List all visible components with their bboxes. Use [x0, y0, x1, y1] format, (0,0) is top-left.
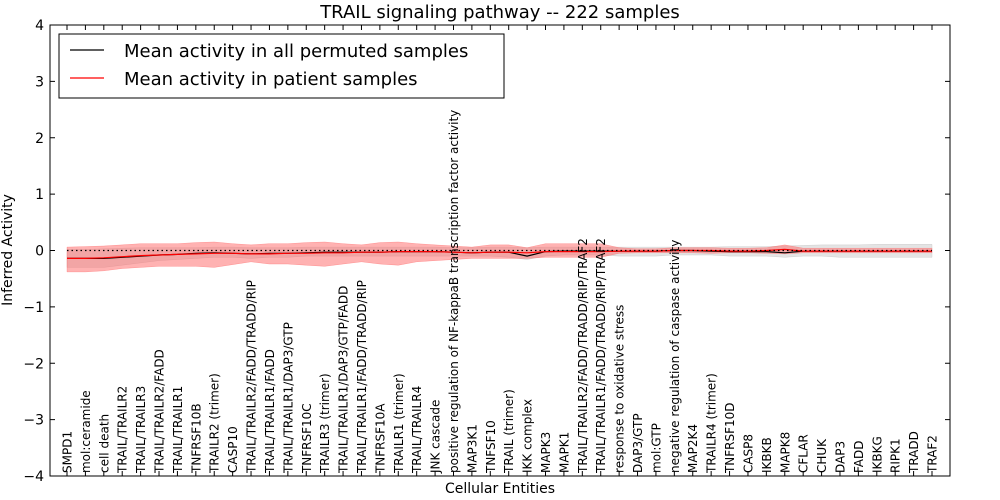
- x-tick-label: response to oxidative stress: [613, 305, 627, 473]
- y-tick-label: 3: [35, 74, 44, 90]
- x-tick-label: TRAIL/TRAILR1/DAP3/GTP: [281, 322, 295, 474]
- y-axis-ticks: −4 −3 −2 −1 0 1 2 3 4: [23, 18, 950, 485]
- x-tick-label: TRAIL/TRAILR2: [116, 386, 130, 474]
- x-tick-label: TNFRSF10B: [189, 403, 203, 474]
- series-1-line: [67, 248, 932, 259]
- x-tick-label: TRAIL/TRAILR1/DAP3/GTP/FADD: [337, 286, 351, 474]
- y-axis-label: Inferred Activity: [0, 194, 16, 306]
- x-tick-label: TRAIL/TRAILR1/FADD/TRADD/RIP: [355, 280, 369, 474]
- x-tick-label: TNFRSF10D: [723, 402, 737, 474]
- legend-label-permuted: Mean activity in all permuted samples: [124, 41, 468, 62]
- legend-label-patient: Mean activity in patient samples: [124, 69, 418, 90]
- x-tick-label: MAP2K4: [686, 424, 700, 473]
- x-tick-label: RIPK1: [889, 438, 903, 473]
- x-tick-label: DAP3/GTP: [631, 413, 645, 473]
- x-tick-label: TRAIL/TRAILR2/FADD/TRADD/RIP/TRAF2: [576, 238, 590, 474]
- x-tick-label: TNFSF10: [484, 420, 498, 474]
- x-axis-label: Cellular Entities: [445, 481, 555, 497]
- x-tick-label: CASP10: [226, 426, 240, 473]
- y-tick-label: −3: [23, 413, 44, 429]
- y-tick-label: −2: [23, 356, 44, 372]
- x-tick-label: CFLAR: [797, 434, 811, 473]
- x-tick-label: cell death: [97, 414, 111, 473]
- x-tick-label: positive regulation of NF-kappaB transcr…: [447, 110, 461, 473]
- x-tick-label: IKK complex: [521, 399, 535, 473]
- x-tick-label: CASP8: [742, 434, 756, 473]
- x-tick-label: SMPD1: [61, 431, 75, 473]
- x-tick-label: TRAIL/TRAILR1/FADD: [263, 349, 277, 474]
- x-tick-label: TNFRSF10A: [373, 403, 387, 474]
- x-axis-ticks: SMPD1 mol:ceramide cell death TRAIL/TRAILR2…: [61, 25, 940, 476]
- x-tick-label: TRAIL/TRAILR2/FADD: [153, 349, 167, 474]
- y-tick-label: −4: [23, 469, 44, 485]
- x-tick-label: TRAILR4 (trimer): [705, 373, 719, 474]
- x-tick-label: mol:GTP: [649, 423, 663, 473]
- x-tick-label: negative regulation of caspase activity: [668, 240, 682, 473]
- x-tick-label: TRAIL/TRAILR4: [410, 386, 424, 474]
- x-tick-label: MAP3K1: [465, 424, 479, 473]
- x-tick-label: TRAILR3 (trimer): [318, 373, 332, 474]
- series-lines: [67, 248, 932, 259]
- x-tick-label: TRAIL (trimer): [502, 389, 516, 474]
- x-tick-label: TRAILR2 (trimer): [208, 373, 222, 474]
- x-tick-label: CHUK: [815, 438, 829, 473]
- x-tick-label: mol:ceramide: [79, 390, 93, 473]
- x-tick-label: MAPK3: [539, 432, 553, 473]
- y-tick-label: 0: [35, 244, 44, 260]
- x-tick-label: TRAIL/TRAILR1/FADD/TRADD/RIP/TRAF2: [594, 238, 608, 474]
- x-tick-label: TRAIL/TRAILR1: [171, 386, 185, 474]
- x-tick-label: MAPK1: [557, 432, 571, 473]
- x-tick-label: TRAF2: [926, 435, 940, 474]
- x-tick-label: TRAILR1 (trimer): [392, 373, 406, 474]
- x-tick-label: TRAIL/TRAILR2/FADD/TRADD/RIP: [245, 280, 259, 474]
- y-tick-label: 1: [35, 187, 44, 203]
- x-tick-label: JNK cascade: [429, 400, 443, 474]
- x-tick-label: TRADD: [907, 431, 921, 474]
- x-tick-label: FADD: [852, 441, 866, 474]
- y-tick-label: 4: [35, 18, 44, 34]
- series-1-band: [66, 241, 933, 273]
- legend: Mean activity in all permuted samples Me…: [58, 33, 505, 99]
- chart-title: TRAIL signaling pathway -- 222 samples: [319, 2, 680, 23]
- y-tick-label: 2: [35, 131, 44, 147]
- x-tick-label: DAP3: [834, 441, 848, 473]
- x-tick-label: IKBKG: [870, 436, 884, 473]
- x-tick-label: TRAIL/TRAILR3: [134, 386, 148, 474]
- x-tick-label: MAPK8: [778, 432, 792, 473]
- y-tick-label: −1: [23, 300, 44, 316]
- legend-box: [58, 33, 505, 99]
- x-tick-label: IKBKB: [760, 437, 774, 473]
- x-tick-label: TNFRSF10C: [300, 403, 314, 474]
- plot-area-frame: [49, 24, 951, 477]
